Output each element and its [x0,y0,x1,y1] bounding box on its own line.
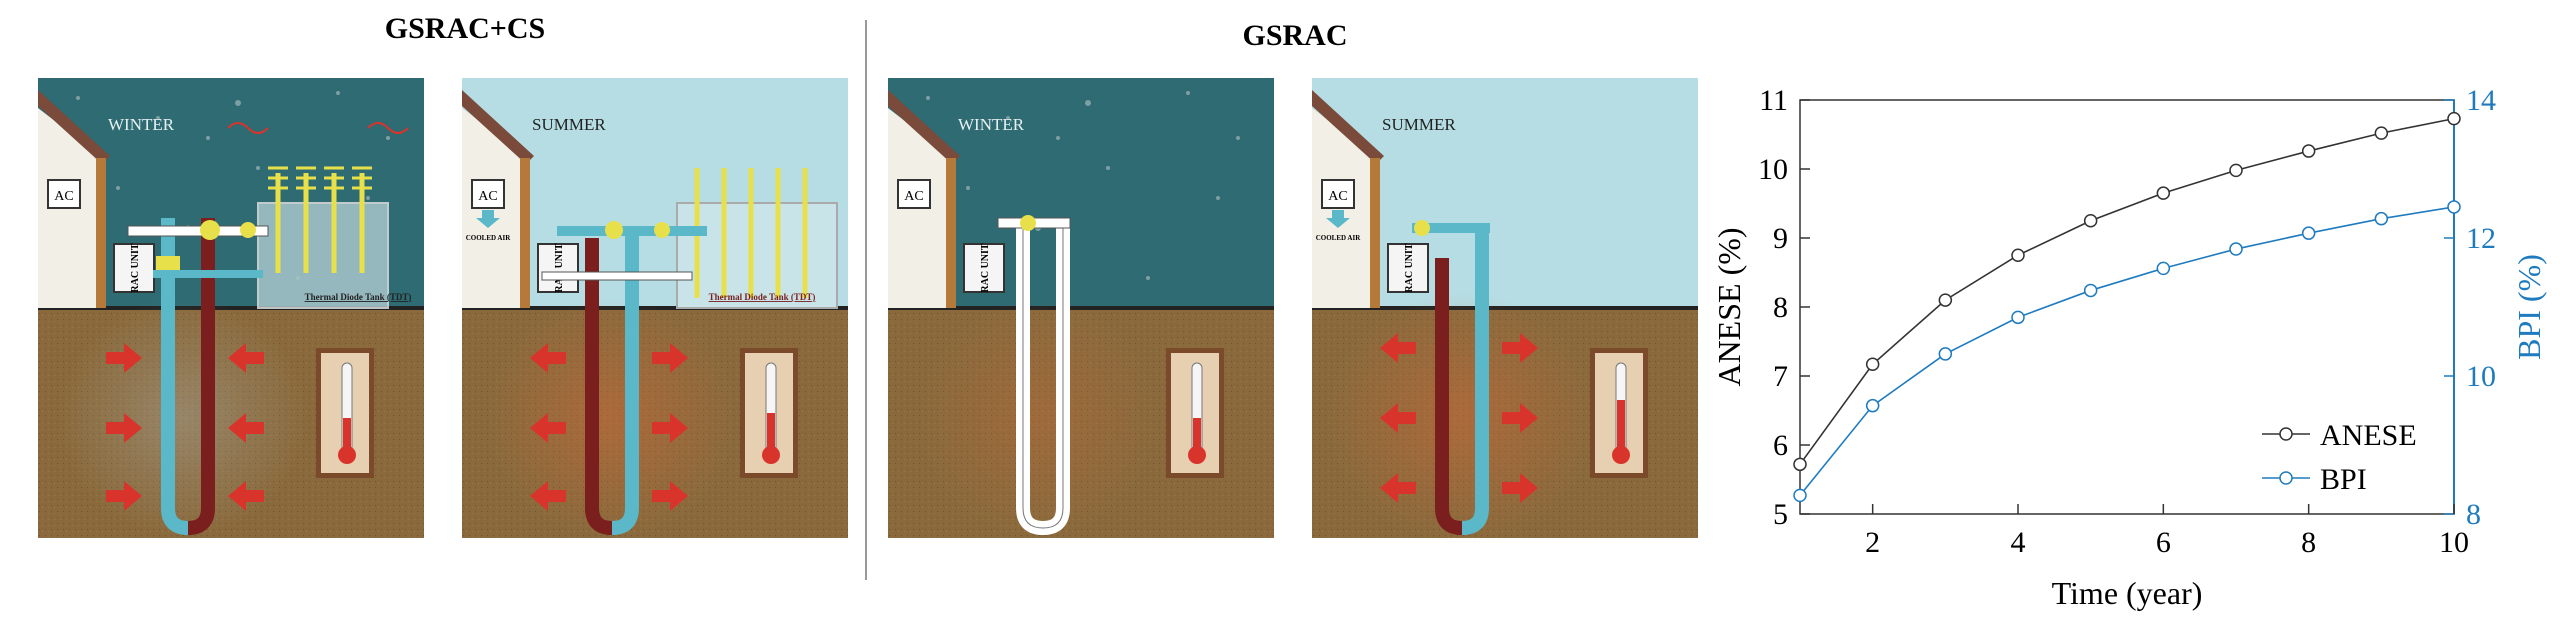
panel-gsrac-cs-winter: AC RAC UNIT WINTER Thermal Diode Tank (T… [38,78,424,538]
x-tick-label: 6 [2156,526,2171,559]
y-axis-label: ANESE (%) [1711,227,1747,386]
x-tick-label: 10 [2439,526,2469,559]
x-axis: 2 4 6 8 10 [1865,504,2469,559]
x-axis-label: Time (year) [2052,575,2203,611]
ac-label: AC [54,189,73,204]
ac-box [897,179,931,209]
data-point-bpi [2301,226,2316,240]
ac-label: AC [904,189,923,204]
y2-tick-label: 8 [2466,498,2481,531]
heat-pipes [275,173,365,273]
panel-gsrac-summer: AC COOLED AIR RAC UNIT SUMMER [1312,78,1698,543]
rac-unit [1387,243,1429,293]
y2-tick-label: 12 [2466,222,2496,255]
panel-gsrac-winter: AC RAC UNIT WINTER [888,78,1274,538]
data-point-anese [1793,457,1807,472]
data-point-bpi [1865,398,1880,413]
ac-box [1321,179,1355,209]
tank-label: Thermal Diode Tank (TDT) [709,292,816,302]
thermometer-icon [316,348,374,478]
series-line-anese [1799,117,2455,465]
rac-unit-label: RAC UNIT [130,243,141,293]
y-tick-label: 10 [1758,153,1788,186]
data-point-bpi [2083,283,2098,298]
data-point-anese [2301,144,2316,158]
y-tick-label: 8 [1773,291,1788,324]
y2-tick-label: 14 [2466,84,2496,117]
season-label: SUMMER [532,115,606,134]
data-point-anese [2011,248,2025,262]
x-tick-label: 4 [2011,526,2026,559]
x-tick-label: 2 [1865,526,1880,559]
thermometer-icon [1166,348,1224,478]
data-point-anese [1938,293,1953,307]
series-line-bpi [1799,206,2455,496]
rac-unit [113,243,155,293]
data-point-bpi [1938,347,1953,361]
heat-pipe-fins [268,166,372,190]
data-point-bpi [1793,488,1807,503]
cooled-air-label: COOLED AIR [1316,234,1361,242]
rac-unit [963,243,1005,293]
data-point-anese [2229,163,2243,178]
heat-wave-icon [227,122,269,134]
thermometer-icon [740,348,798,478]
heading-gsrac: GSRAC [1242,19,1347,52]
y-tick-label: 7 [1773,360,1788,393]
tank-label: Thermal Diode Tank (TDT) [305,292,412,302]
thermometer-icon [1590,348,1648,478]
ac-box [47,179,81,209]
y2-axis-label: BPI (%) [2511,254,2547,360]
data-point-anese [2083,214,2098,228]
thermal-diode-tank [676,202,838,309]
legend-label-bpi: BPI [2320,463,2367,496]
data-point-bpi [2229,242,2243,256]
data-point-anese [2374,126,2389,140]
y-tick-label: 9 [1773,222,1788,255]
rac-unit-label: RAC UNIT [1404,243,1415,293]
rac-unit [537,243,579,293]
data-point-anese [2447,111,2461,126]
panel-gsrac-cs-summer: AC COOLED AIR RAC UNIT SUMMER Thermal Di… [462,78,848,538]
y-axis-left: 5 6 7 8 9 10 11 [1758,84,1810,531]
y-tick-label: 6 [1773,429,1788,462]
y2-tick-label: 10 [2466,360,2496,393]
u-tube-hot [585,238,613,535]
ac-label: AC [478,189,497,204]
x-tick-label: 8 [2301,526,2316,559]
season-label: WINTER [108,115,175,134]
data-point-bpi [2011,310,2025,325]
rac-unit-label: RAC UNIT [980,243,991,293]
season-label: SUMMER [1382,115,1456,134]
data-point-bpi [2374,211,2389,226]
y-tick-label: 11 [1759,84,1788,117]
u-tube-cold [611,228,639,535]
u-tube-cold [1461,228,1489,535]
u-tube-cold [161,218,189,535]
legend-label-anese: ANESE [2320,419,2417,452]
series-layer [1793,111,2461,503]
data-point-bpi [2447,200,2461,214]
season-label: WINTER [958,115,1025,134]
cooled-air-label: COOLED AIR [466,234,511,242]
ac-box [471,179,505,209]
data-point-bpi [2156,261,2171,276]
cooled-air-arrow-icon [1326,210,1350,228]
data-point-anese [2156,186,2171,200]
rac-unit-label: RAC UNIT [554,243,565,293]
y-axis-right: 8 10 12 14 [2444,84,2496,531]
y-tick-label: 5 [1773,498,1788,531]
ac-label: AC [1328,189,1347,204]
legend: ANESE BPI [2262,419,2417,496]
u-tube-hot [187,218,215,535]
heading-gsrac-cs: GSRAC+CS [385,12,545,45]
data-point-anese [1865,357,1880,372]
cooled-air-arrow-icon [476,210,500,228]
u-tube-hot [1435,258,1463,535]
